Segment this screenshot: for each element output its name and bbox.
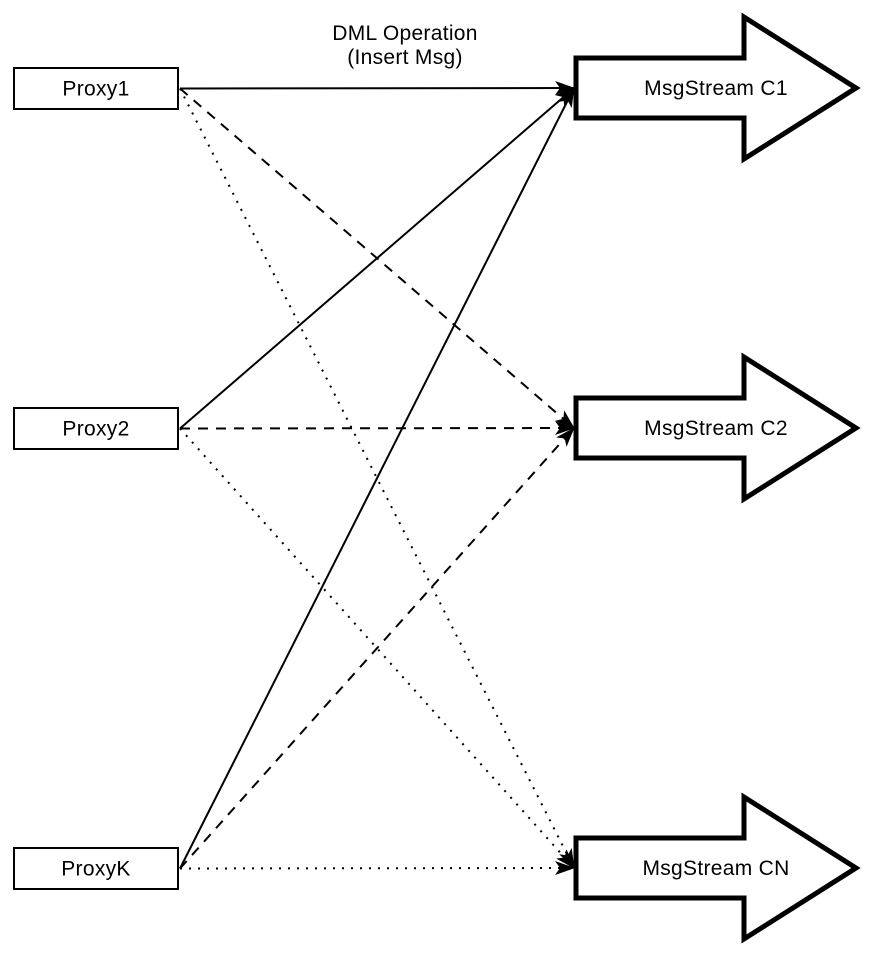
proxy-box bbox=[13, 407, 179, 450]
stream-label: MsgStream C2 bbox=[644, 417, 788, 440]
edge-proxy2-c2-dashed bbox=[179, 421, 575, 436]
block-arrow-shape bbox=[573, 352, 861, 504]
stream-label: MsgStream C1 bbox=[644, 77, 788, 100]
caption-line1: DML Operation bbox=[332, 22, 478, 45]
block-arrow-shape bbox=[573, 792, 861, 944]
proxy-label: ProxyK bbox=[61, 858, 131, 881]
edge-proxy2-c1-solid bbox=[179, 87, 575, 430]
edge-proxyk-cn-dotted bbox=[179, 861, 575, 876]
edge-proxyk-c1-solid bbox=[179, 87, 575, 869]
edge-proxy1-cn-dotted bbox=[179, 88, 575, 869]
proxy-box bbox=[13, 847, 179, 890]
proxy-node-proxy2: Proxy2 bbox=[13, 407, 179, 450]
proxy-node-proxy1: Proxy1 bbox=[13, 67, 179, 110]
caption-line2: (Insert Msg) bbox=[347, 46, 463, 69]
edge-layer bbox=[179, 81, 575, 876]
stream-nodes: MsgStream C1 MsgStream C2 MsgStream CN bbox=[573, 12, 861, 944]
edge-proxy1-c1-solid bbox=[179, 81, 575, 96]
proxy-node-proxyk: ProxyK bbox=[13, 847, 179, 890]
stream-node-cn: MsgStream CN bbox=[573, 792, 861, 944]
caption: DML Operation (Insert Msg) bbox=[332, 22, 478, 69]
stream-node-c2: MsgStream C2 bbox=[573, 352, 861, 504]
proxy-label: Proxy1 bbox=[62, 78, 129, 101]
block-arrow-shape bbox=[573, 12, 861, 164]
edge-proxyk-c2-dashed bbox=[179, 427, 575, 870]
proxy-label: Proxy2 bbox=[62, 418, 129, 441]
stream-label: MsgStream CN bbox=[642, 857, 789, 880]
stream-node-c1: MsgStream C1 bbox=[573, 12, 861, 164]
proxy-box bbox=[13, 67, 179, 110]
